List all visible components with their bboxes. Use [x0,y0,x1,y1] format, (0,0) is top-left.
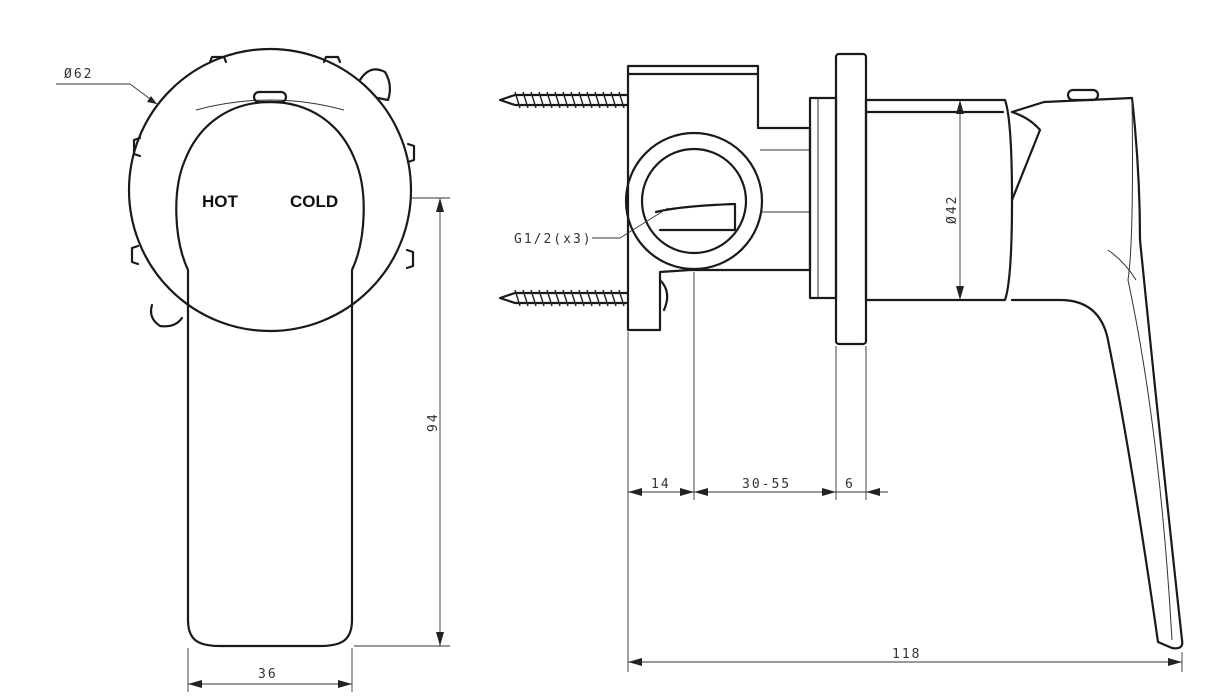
cover-sleeve [864,98,1014,302]
inlet-ring-outer [624,131,764,271]
screw-bottom [498,289,630,307]
svg-text:Ø62: Ø62 [64,67,93,82]
screw-top [498,91,630,109]
cold-label: COLD [290,192,338,211]
svg-text:118: 118 [892,647,921,662]
wall-flange [834,52,868,346]
svg-text:94: 94 [426,412,441,432]
dim-diameter-62: Ø62 [56,67,158,105]
svg-text:6: 6 [845,477,855,492]
dim-118: 118 [628,647,1182,666]
svg-text:Ø42: Ø42 [945,195,960,224]
svg-text:30-55: 30-55 [742,477,791,492]
side-view: G1/2(x3) Ø42 14 [498,52,1184,672]
dim-width-36: 36 [187,648,353,692]
front-view: HOT COLD Ø62 94 36 [56,47,450,692]
plate-knobs [130,55,416,328]
hot-label: HOT [202,192,239,211]
svg-text:14: 14 [651,477,671,492]
lever-handle [175,100,365,648]
svg-text:36: 36 [258,667,278,682]
wall-plate [127,47,413,333]
dim-6: 6 [836,477,888,496]
dim-diameter-42: Ø42 [945,100,964,300]
dim-14: 14 [628,477,694,496]
dim-thread-g12: G1/2(x3) [514,207,669,247]
lever-side [1010,96,1184,650]
dim-height-94: 94 [354,197,450,647]
svg-text:G1/2(x3): G1/2(x3) [514,232,593,247]
inlet-ring-inner [640,147,748,255]
valve-body [626,64,812,332]
dim-30-55: 30-55 [694,477,836,496]
handle-nub [252,90,288,104]
